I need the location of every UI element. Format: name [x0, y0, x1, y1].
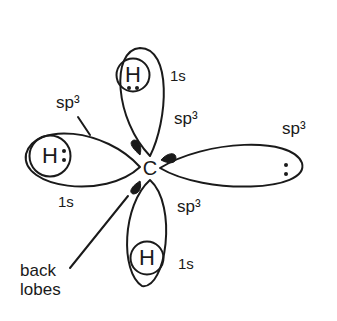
- electron-dot: [62, 149, 66, 153]
- orbital-label: sp³: [174, 110, 198, 129]
- leader-line: [78, 117, 90, 135]
- note-label: back lobes: [20, 262, 74, 299]
- orbital-label: sp³: [177, 198, 201, 217]
- atom-symbol: H: [42, 144, 58, 168]
- hydrogen-atom: H1s: [28, 134, 72, 178]
- orbital-label: sp³: [282, 120, 306, 139]
- sp3-lobe: [120, 48, 164, 156]
- atom-symbol: C: [143, 157, 157, 179]
- hydrogen-atom: H1s: [115, 57, 151, 93]
- sp3-lobe: [26, 133, 140, 186]
- orbital-name: 1s: [58, 194, 74, 211]
- hydrogen-atom: H1s: [129, 240, 165, 276]
- leader-line: [70, 196, 128, 268]
- orbital-name: 1s: [170, 68, 186, 85]
- sp3-lobe: [160, 145, 302, 187]
- orbital-name: 1s: [178, 256, 194, 273]
- atom-symbol: H: [139, 246, 155, 270]
- back-lobe: [161, 154, 176, 163]
- orbital-label: sp³: [56, 94, 80, 113]
- back-lobe: [131, 181, 141, 194]
- electron-dot: [62, 158, 66, 162]
- sp3-lobe: [127, 180, 166, 286]
- electron-dot: [284, 163, 288, 167]
- electron-dot: [284, 172, 288, 176]
- atom-symbol: H: [125, 63, 141, 87]
- back-lobe: [131, 140, 141, 155]
